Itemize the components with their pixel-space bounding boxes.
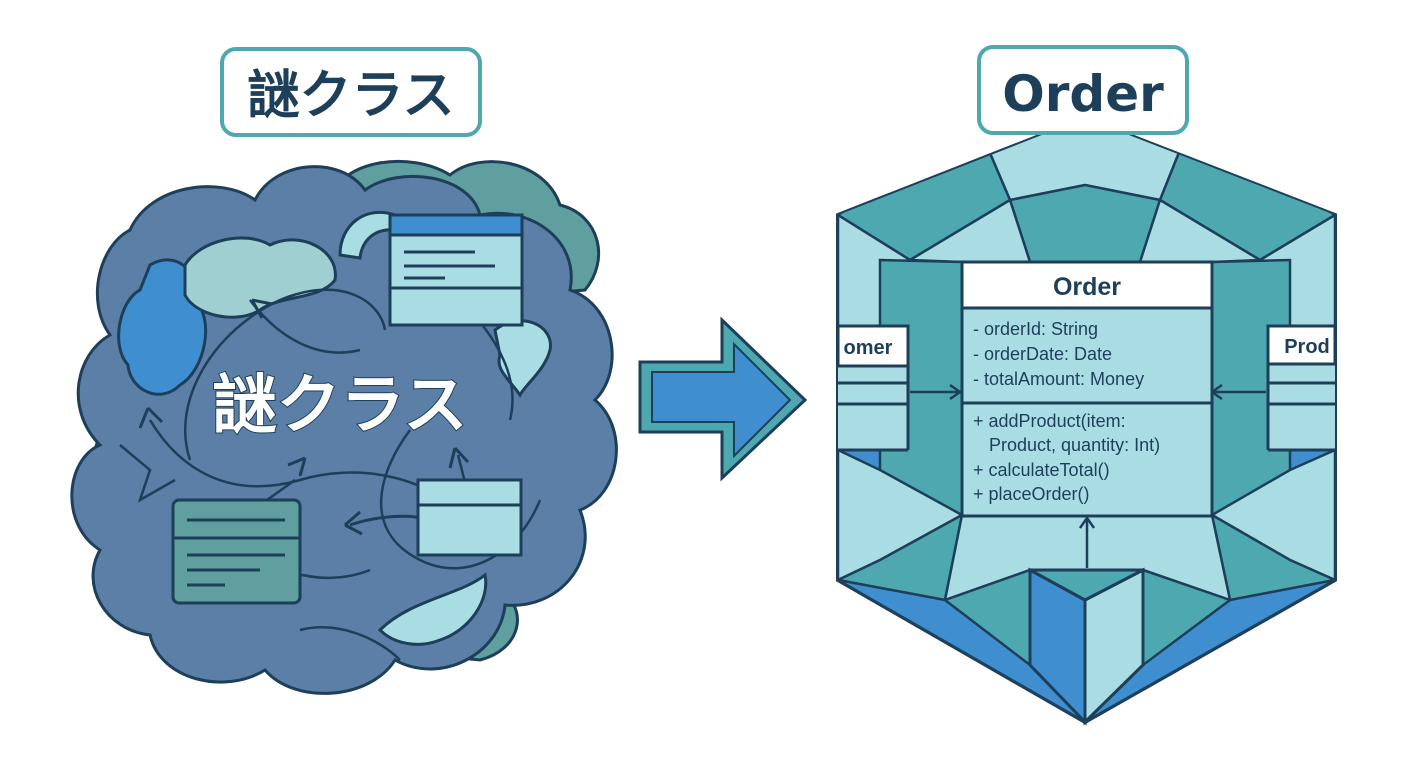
order-methods: + addProduct(item: Product, quantity: In… (973, 411, 1160, 504)
partial-class-right: Prod (1266, 324, 1337, 452)
tangle-arrowhead-4-icon (448, 446, 470, 469)
tangle-arrowhead-5-icon (138, 406, 164, 429)
mystery-class-box-top (388, 213, 524, 327)
mystery-title-box: 謎クラス (220, 47, 482, 137)
order-title: Order (1002, 65, 1164, 123)
order-attribute: - orderId: String (973, 319, 1098, 339)
order-connectors (910, 383, 1266, 568)
order-method-continuation: Product, quantity: Int) (989, 435, 1160, 455)
mystery-title: 謎クラス (248, 66, 455, 126)
tangle-arrowhead-2-icon (287, 456, 307, 477)
mystery-arrowheads (138, 298, 470, 536)
transform-arrow-icon (638, 316, 808, 482)
order-attribute: - totalAmount: Money (973, 369, 1144, 389)
order-method: + calculateTotal() (973, 460, 1110, 480)
crystal-bottom-prism (1028, 567, 1145, 726)
mystery-class-box-right (416, 478, 523, 557)
mystery-class-group: 謎クラス (70, 47, 618, 695)
tangle-arrowhead-3-icon (344, 510, 363, 536)
order-attributes: - orderId: String - orderDate: Date - to… (973, 319, 1144, 389)
mystery-class-box-left (171, 498, 302, 605)
order-method: + placeOrder() (973, 484, 1090, 504)
partial-class-left: omer (836, 324, 910, 452)
connector-bottom-arrowhead-icon (1078, 515, 1096, 529)
order-method: + addProduct(item: (973, 411, 1126, 431)
mystery-cloud-label: 謎クラス (213, 369, 468, 443)
tangle-arrowhead-1-icon (250, 298, 273, 319)
order-crystal-group: Order omer Prod (836, 45, 1337, 726)
order-title-box: Order (977, 45, 1189, 135)
order-attribute: - orderDate: Date (973, 344, 1112, 364)
connector-left-arrowhead-icon (949, 383, 963, 401)
partial-class-right-name: Prod (1284, 336, 1330, 358)
partial-class-left-name: omer (844, 337, 893, 359)
order-class-name: Order (1053, 273, 1121, 301)
order-uml-class: Order - orderId: String - orderDate: Dat… (960, 260, 1214, 518)
